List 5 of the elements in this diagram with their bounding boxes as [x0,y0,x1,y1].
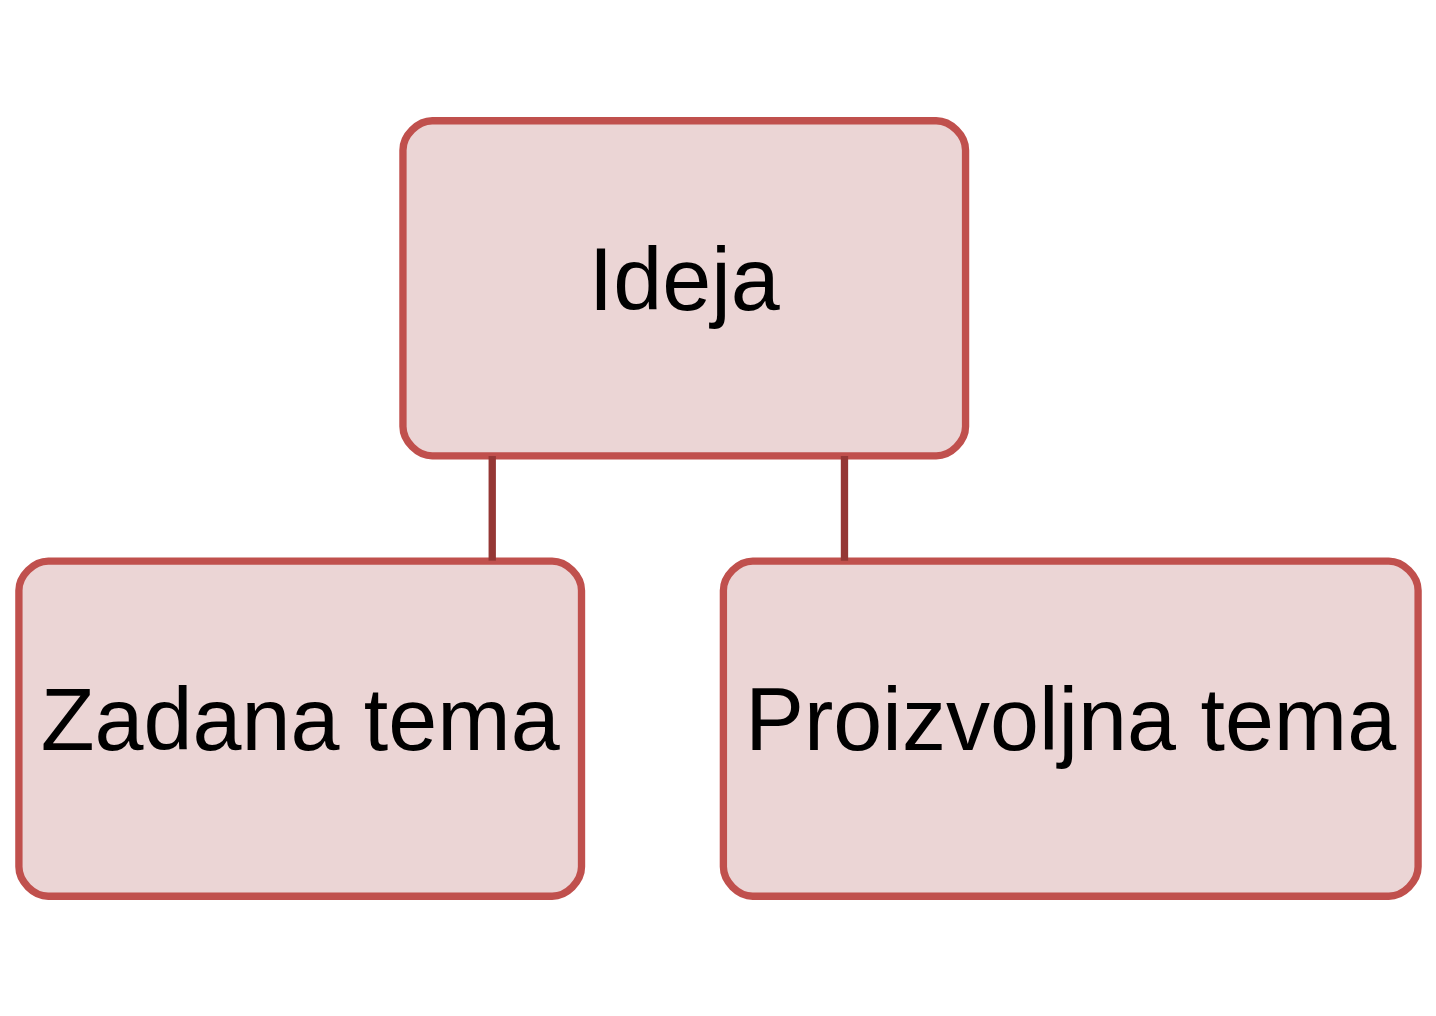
node-box: Proizvoljna tema [719,556,1422,900]
node-box: Ideja [398,116,969,460]
connector [488,455,496,561]
node-box: Zadana tema [14,556,585,900]
connector [840,455,848,561]
